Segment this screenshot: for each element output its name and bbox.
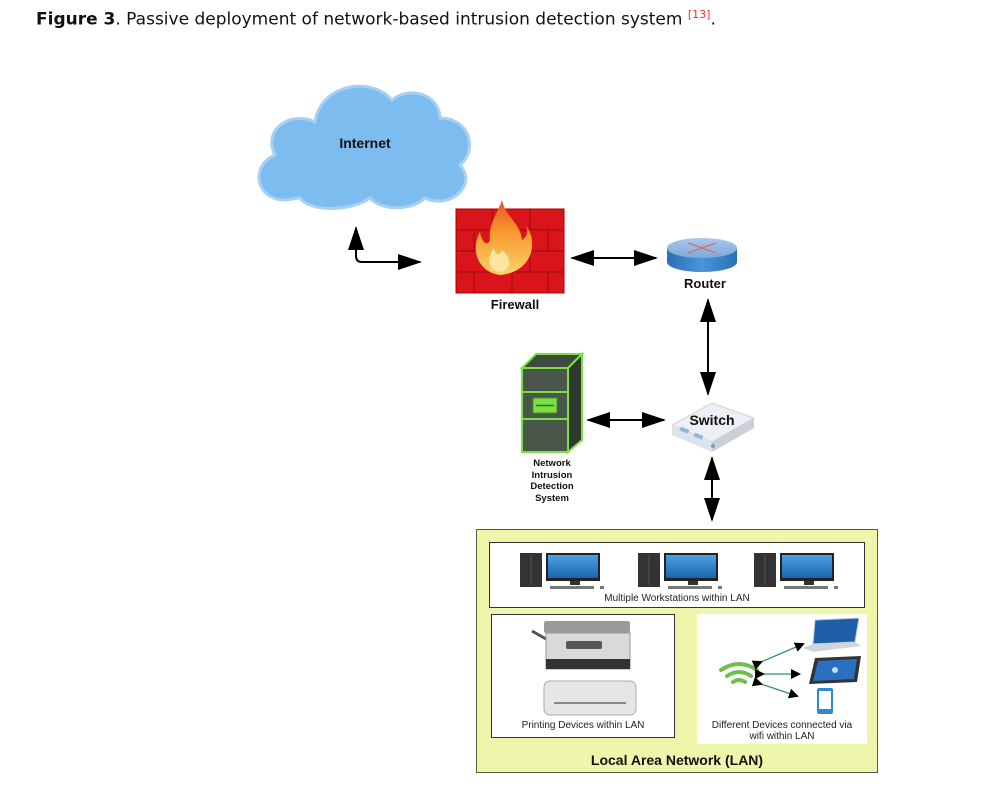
- workstations-label: Multiple Workstations within LAN: [604, 593, 750, 604]
- internet-cloud-icon[interactable]: [257, 84, 471, 210]
- printing-label: Printing Devices within LAN: [521, 720, 645, 731]
- wifi-connection-arrows: [751, 642, 805, 699]
- print-server-icon: [543, 680, 637, 716]
- nids-label-line: Network: [533, 458, 571, 469]
- phone-icon: [817, 688, 833, 714]
- wifi-icon: [719, 662, 759, 684]
- wifi-graphic: [719, 617, 861, 714]
- nids-label: Network Intrusion Detection System: [512, 458, 592, 504]
- caption-text: . Passive deployment of network-based in…: [115, 9, 688, 30]
- printing-graphic: [531, 621, 637, 716]
- laptop-icon: [803, 617, 861, 652]
- figure-caption: Figure 3. Passive deployment of network-…: [36, 8, 716, 30]
- figure-number: Figure 3: [36, 9, 116, 30]
- firewall-icon[interactable]: [455, 200, 565, 294]
- workstation-icon: [520, 553, 604, 589]
- printer-icon: [531, 621, 631, 670]
- workstation-icon: [754, 553, 838, 589]
- wifi-label-line: wifi within LAN: [749, 731, 815, 742]
- internet-label: Internet: [339, 135, 391, 151]
- switch-icon[interactable]: [670, 402, 756, 452]
- switch-label: Switch: [689, 412, 735, 428]
- tablet-icon: [809, 656, 861, 684]
- caption-suffix: .: [710, 9, 716, 30]
- lan-container: Multiple Workstations within LAN Printin…: [476, 529, 878, 773]
- router-icon[interactable]: [667, 238, 737, 272]
- wifi-devices-panel: Different Devices connected via wifi wit…: [697, 614, 867, 744]
- printing-panel: Printing Devices within LAN: [491, 614, 675, 738]
- wifi-label-line: Different Devices connected via: [711, 720, 853, 731]
- nids-label-line: Detection: [530, 481, 574, 492]
- workstation-icon: [638, 553, 722, 589]
- nids-server-icon[interactable]: [519, 351, 585, 455]
- nids-label-line: Intrusion: [531, 469, 573, 481]
- router-label: Router: [684, 276, 726, 291]
- citation-ref[interactable]: [13]: [687, 8, 711, 21]
- nids-label-line: System: [535, 492, 569, 504]
- wifi-label: Different Devices connected via wifi wit…: [697, 720, 867, 742]
- connector-internet-firewall: [348, 226, 422, 270]
- workstations-panel: Multiple Workstations within LAN: [489, 542, 865, 608]
- workstations-graphic: [520, 553, 838, 589]
- firewall-label: Firewall: [490, 297, 540, 312]
- lan-title: Local Area Network (LAN): [590, 752, 764, 768]
